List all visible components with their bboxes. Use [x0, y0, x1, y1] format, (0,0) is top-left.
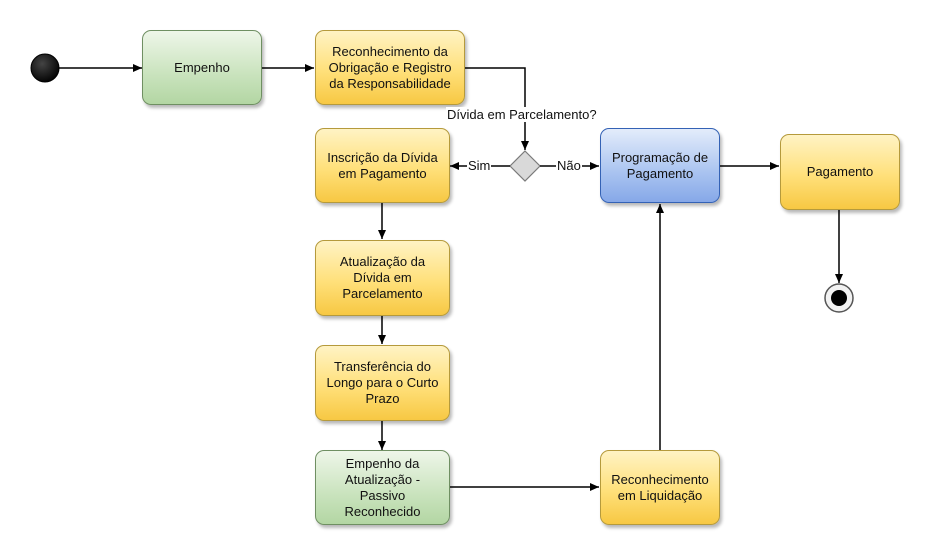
node-programacao: Programação de Pagamento	[600, 128, 720, 203]
node-reconhecimento-obrigacao: Reconhecimento da Obrigação e Registro d…	[315, 30, 465, 105]
edge-reconhecimento-decision	[465, 67, 529, 150]
node-empenho: Empenho	[142, 30, 262, 105]
decision-no-label: Não	[556, 158, 582, 173]
end-node	[824, 283, 854, 313]
node-atualizacao: Atualização da Dívida em Parcelamento	[315, 240, 450, 316]
node-transferencia: Transferência do Longo para o Curto Praz…	[315, 345, 450, 421]
start-node	[30, 53, 60, 83]
decision-yes-label: Sim	[467, 158, 492, 173]
node-pagamento: Pagamento	[780, 134, 900, 210]
decision-question-label: Dívida em Parcelamento?	[446, 107, 598, 122]
node-reconhecimento-liquidacao: Reconhecimento em Liquidação	[600, 450, 720, 525]
node-empenho-atualizacao: Empenho da Atualização - Passivo Reconhe…	[315, 450, 450, 525]
node-inscricao: Inscrição da Dívida em Pagamento	[315, 128, 450, 203]
decision-diamond	[509, 150, 541, 182]
